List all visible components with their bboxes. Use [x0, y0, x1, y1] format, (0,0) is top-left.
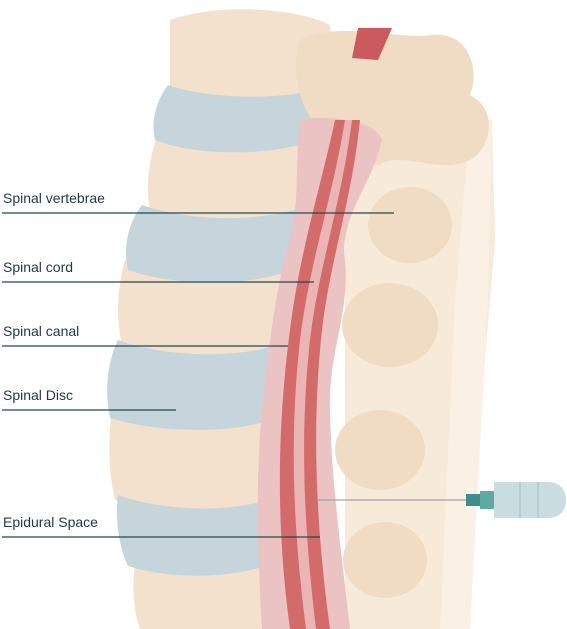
spinous-process-5	[343, 522, 427, 598]
label-spinal-canal: Spinal canal	[3, 323, 79, 339]
spinous-process-4	[335, 410, 425, 490]
label-spinal-cord: Spinal cord	[3, 259, 73, 275]
label-spinal-vertebrae: Spinal vertebrae	[3, 190, 105, 206]
spinous-process-2	[368, 187, 452, 263]
label-epidural-space: Epidural Space	[3, 514, 98, 530]
label-spinal-disc: Spinal Disc	[3, 387, 73, 403]
spinous-process-3	[342, 283, 438, 367]
